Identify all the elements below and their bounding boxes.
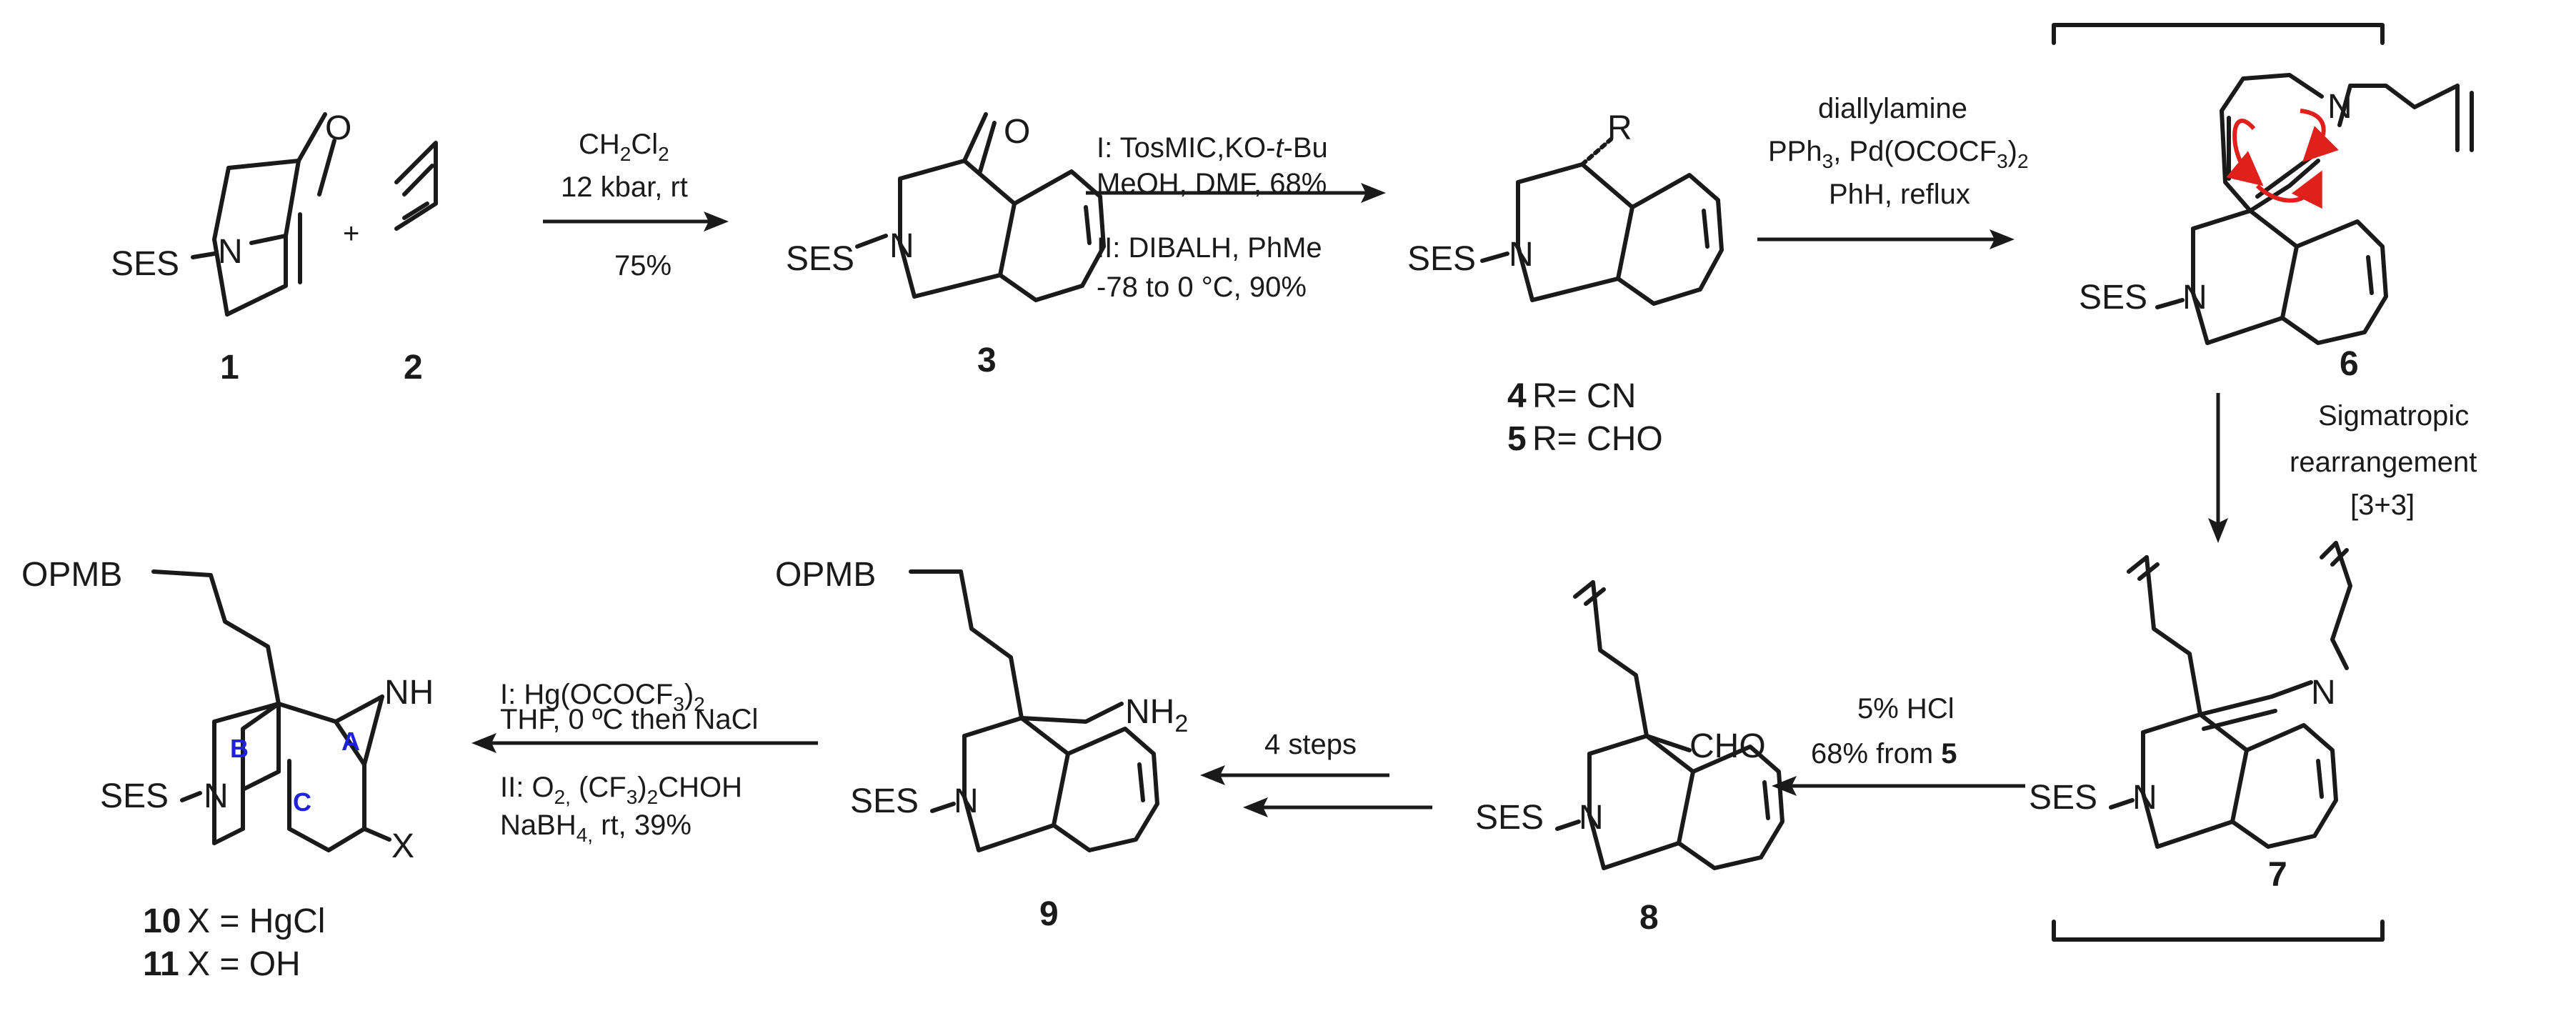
nitrogen-label: N: [889, 227, 914, 265]
reaction-2-step-2-conditions: -78 to 0 °C, 90%: [1097, 272, 1307, 303]
compound-3: O N SES 3: [786, 112, 1106, 379]
compound-number-6: 6: [2340, 345, 2359, 383]
compound-9: NH2 OPMB N SES 9: [775, 556, 1188, 933]
compound-8: CHO N SES 8: [1475, 580, 1784, 937]
nitrogen-label-2: N: [2327, 88, 2352, 126]
reaction-7-step-1: I: Hg(OCOCF3)2: [500, 679, 705, 715]
reaction-arrow-1: CH2Cl2 12 kbar, rt 75%: [543, 129, 729, 282]
compound-number-4: 4: [1507, 377, 1527, 415]
nitrogen-label: N: [1509, 236, 1534, 274]
compound-1: O N SES 1: [111, 109, 351, 387]
compound-number-3: 3: [977, 342, 997, 379]
ses-label: SES: [786, 240, 854, 278]
reaction-1-solvent: CH2Cl2: [579, 129, 669, 165]
reaction-1-yield: 75%: [614, 250, 672, 282]
compound-number-1: 1: [220, 349, 239, 387]
amine-label: NH: [384, 674, 434, 712]
ses-label: SES: [111, 245, 179, 283]
compound-4-5: R N SES 4 R= CN 5 R= CHO: [1407, 109, 1724, 458]
x-definition-10: X = HgCl: [187, 902, 325, 940]
ring-label-b: B: [230, 734, 249, 763]
r-definition-4: R= CN: [1532, 377, 1636, 415]
reaction-7-step-2: II: O2, (CF3)2CHOH: [500, 772, 742, 808]
nitrogen-label: N: [1579, 799, 1604, 837]
compound-number-8: 8: [1639, 899, 1659, 937]
compound-number-11: 11: [143, 945, 179, 983]
compound-7: N N SES 7: [2029, 541, 2352, 894]
ses-label: SES: [1475, 799, 1544, 837]
reaction-2-step-1: I: TosMIC,KO-t-Bu: [1097, 132, 1328, 164]
reaction-arrow-6: 4 steps: [1200, 729, 1432, 817]
compound-10-11: NH X OPMB N SES A B C 10 X = HgCl 11 X =…: [21, 556, 434, 983]
compound-number-2: 2: [404, 349, 423, 387]
nitrogen-label: N: [954, 782, 979, 820]
reaction-7-step-2-conditions: NaBH4, rt, 39%: [500, 810, 692, 846]
opmb-label: OPMB: [775, 556, 876, 594]
x-definition-11: X = OH: [187, 945, 301, 983]
reaction-5-reagent: 5% HCl: [1857, 693, 1955, 724]
reaction-arrow-4: Sigmatropic rearrangement [3+3]: [2208, 393, 2477, 543]
reaction-3-solvent: PhH, reflux: [1829, 179, 1970, 210]
amine-label: NH2: [1125, 693, 1188, 737]
reaction-2-step-2: II: DIBALH, PhMe: [1097, 232, 1322, 264]
ring-label-a: A: [341, 727, 360, 756]
reaction-arrow-7: I: Hg(OCOCF3)2 THF, 0 ºC then NaCl II: O…: [471, 679, 818, 846]
r-definition-5: R= CHO: [1532, 420, 1663, 458]
compound-number-9: 9: [1039, 895, 1059, 933]
opmb-label: OPMB: [21, 556, 122, 594]
reaction-7-step-1-conditions: THF, 0 ºC then NaCl: [500, 704, 758, 735]
ring-label-c: C: [293, 787, 311, 817]
oxygen-label: O: [325, 109, 351, 147]
nitrogen-label: N: [2182, 279, 2207, 317]
reaction-1-pressure: 12 kbar, rt: [561, 171, 688, 203]
reaction-arrow-5: 5% HCl 68% from 5: [1772, 693, 2025, 796]
ses-label: SES: [100, 777, 169, 815]
reaction-arrow-2: I: TosMIC,KO-t-Bu MeOH, DMF, 68% II: DIB…: [1086, 132, 1386, 303]
reaction-2-step-1-conditions: MeOH, DMF, 68%: [1097, 168, 1327, 199]
compound-number-10: 10: [143, 902, 181, 940]
x-substituent-label: X: [391, 827, 414, 865]
nitrogen-label: N: [2132, 779, 2157, 817]
reaction-3-reagent: diallylamine: [1818, 93, 1967, 124]
compound-2: 2: [394, 141, 438, 387]
transition-bracket-bottom: [2052, 920, 2385, 942]
transition-bracket-top: [2052, 23, 2385, 45]
nitrogen-label: N: [218, 233, 243, 271]
reaction-arrow-3: diallylamine PPh3, Pd(OCOCF3)2 PhH, refl…: [1757, 93, 2029, 249]
compound-6: N N SES 6: [2079, 73, 2474, 383]
reaction-4-line-2: rearrangement: [2290, 447, 2477, 478]
reaction-3-catalyst: PPh3, Pd(OCOCF3)2: [1768, 136, 2029, 172]
reaction-6-steps: 4 steps: [1264, 729, 1357, 760]
ses-label: SES: [2029, 779, 2097, 817]
r-group-label: R: [1607, 109, 1632, 147]
nitrogen-label: N: [204, 777, 229, 815]
nitrogen-label-2: N: [2311, 674, 2336, 712]
ses-label: SES: [850, 782, 919, 820]
ses-label: SES: [1407, 240, 1476, 278]
ses-label: SES: [2079, 279, 2147, 317]
reaction-5-yield: 68% from 5: [1811, 738, 1957, 770]
oxygen-label: O: [1004, 113, 1030, 151]
plus-sign: +: [343, 218, 359, 249]
reaction-4-line-3: [3+3]: [2350, 489, 2415, 521]
aldehyde-label: CHO: [1689, 727, 1766, 765]
compound-number-7: 7: [2268, 856, 2287, 894]
reaction-4-line-1: Sigmatropic: [2318, 400, 2469, 432]
compound-number-5: 5: [1507, 420, 1527, 458]
